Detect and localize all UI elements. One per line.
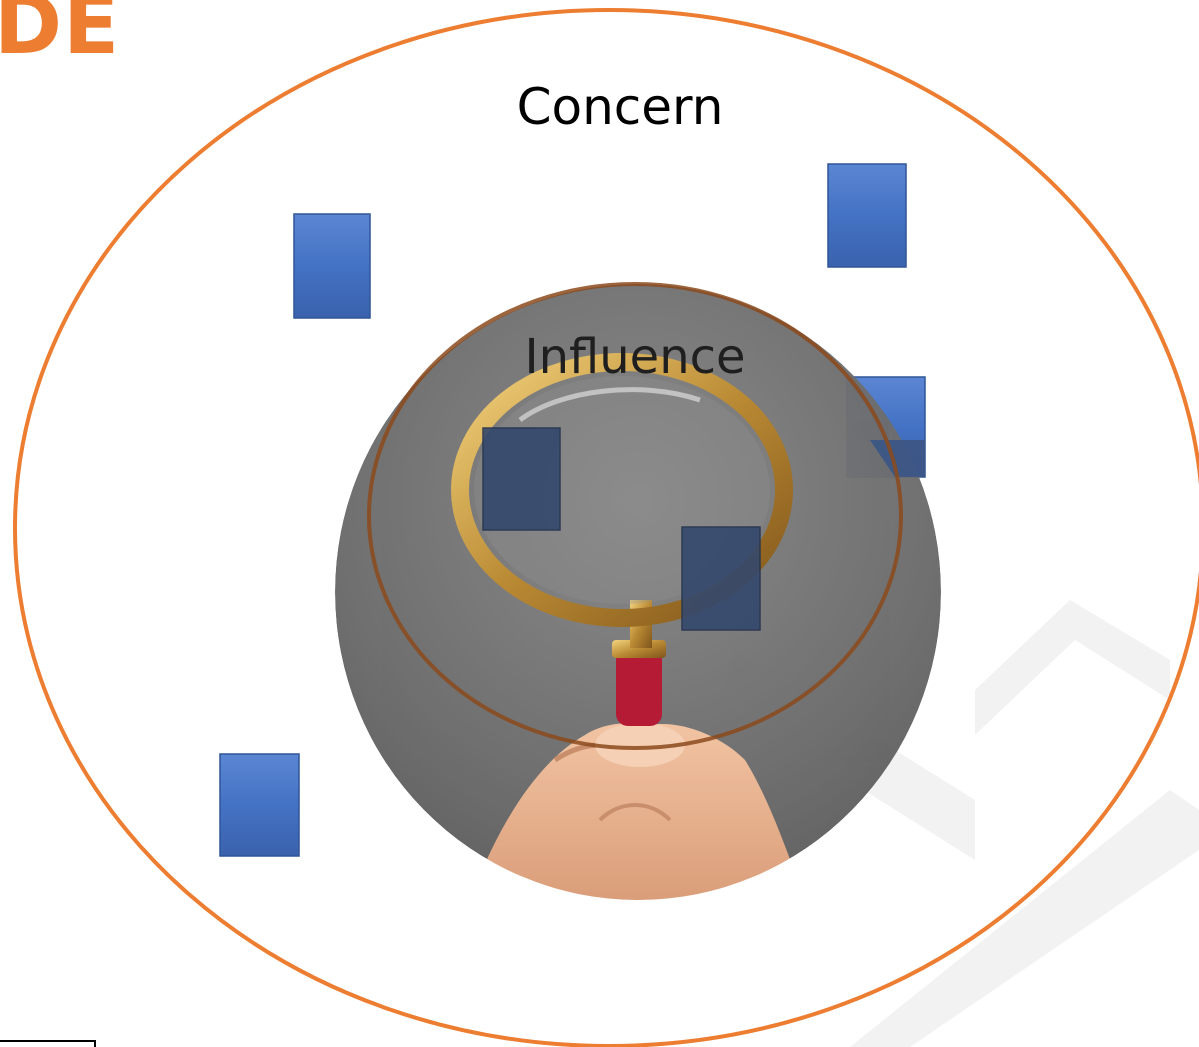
- concern-label: Concern: [516, 78, 724, 136]
- influence-block: [482, 427, 561, 531]
- influence-block: [681, 526, 761, 631]
- concern-block: [293, 213, 371, 319]
- concern-circle: [13, 8, 1199, 1047]
- influence-block-overlap: [870, 440, 925, 477]
- concern-block: [219, 753, 300, 857]
- influence-label: Influence: [524, 329, 746, 385]
- influence-blocks: [482, 427, 925, 631]
- corner-divider: [0, 1040, 96, 1047]
- concern-block: [827, 163, 907, 268]
- slide-heading-fragment: DE: [0, 0, 121, 73]
- influence-circle: [367, 282, 903, 750]
